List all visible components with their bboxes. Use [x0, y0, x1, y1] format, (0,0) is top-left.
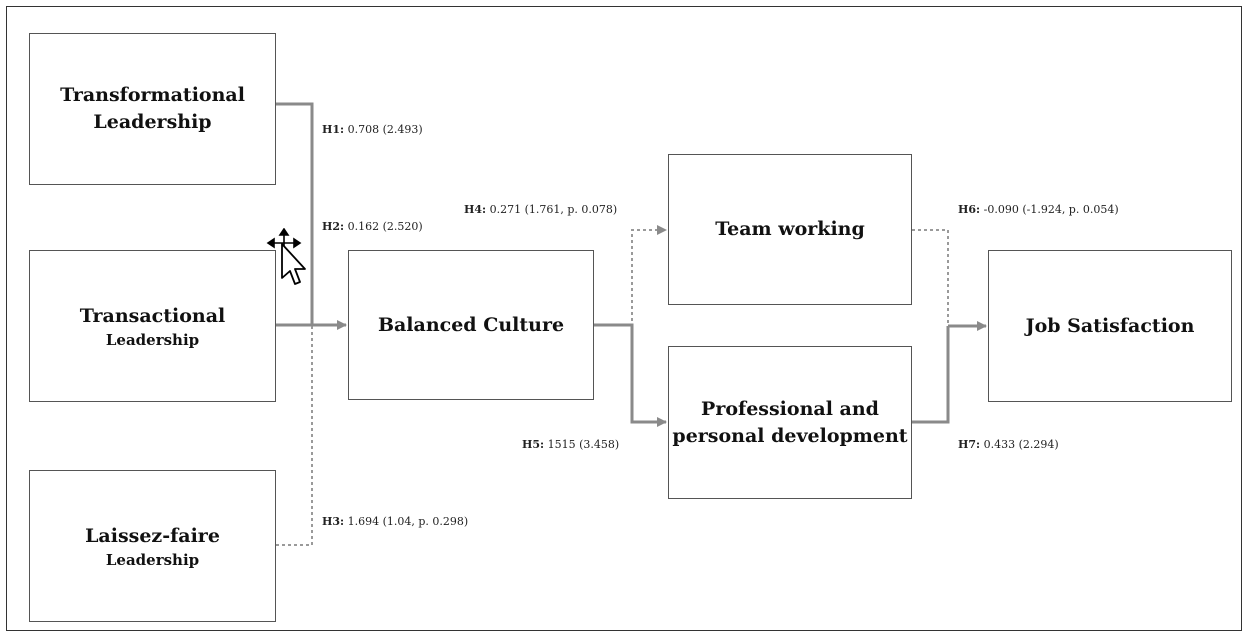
h7-value: 0.433 (2.294): [983, 438, 1059, 451]
h1-connector: [276, 102, 314, 325]
h7-label: H7: 0.433 (2.294): [958, 438, 1059, 451]
h4-connector: [594, 225, 667, 326]
h2-value: 0.162 (2.520): [347, 220, 423, 233]
balanced-culture-box: Balanced Culture: [348, 250, 594, 400]
team-working-box: Team working: [668, 154, 912, 305]
laissez-faire-line1: Laissez-faire: [85, 524, 220, 547]
h1-label: H1: 0.708 (2.493): [322, 123, 423, 136]
team-working-label: Team working: [715, 218, 865, 240]
professional-development-line1: Professional and: [701, 397, 879, 420]
move-cursor-icon: [266, 228, 306, 285]
h6-connector: [912, 229, 949, 326]
figure-frame: [6, 6, 1242, 631]
h2-label: H2: 0.162 (2.520): [322, 220, 423, 233]
laissez-faire-leadership-box: Laissez-faire Leadership: [29, 470, 276, 622]
h3-connector: [276, 325, 313, 546]
transformational-leadership-box: Transformational Leadership: [29, 33, 276, 185]
h1-key: H1:: [322, 123, 345, 136]
h4-value: 0.271 (1.761, p. 0.078): [489, 203, 618, 216]
h5-value: 1515 (3.458): [547, 438, 620, 451]
h3-key: H3:: [322, 515, 345, 528]
transactional-line1: Transactional: [79, 304, 226, 327]
h3-label: H3: 1.694 (1.04, p. 0.298): [322, 515, 468, 528]
h5-label: H5: 1515 (3.458): [522, 438, 619, 451]
laissez-faire-line2: Leadership: [105, 550, 200, 569]
transformational-line1: Transformational: [60, 84, 245, 106]
h1-value: 0.708 (2.493): [347, 123, 423, 136]
transactional-leadership-box: Transactional Leadership: [29, 250, 276, 402]
h5-key: H5:: [522, 438, 545, 451]
h7-connector: [912, 326, 950, 424]
professional-development-line2: personal development: [672, 424, 908, 447]
transformational-line2: Leadership: [93, 111, 212, 133]
h7-key: H7:: [958, 438, 981, 451]
h6-label: H6: -0.090 (-1.924, p. 0.054): [958, 203, 1119, 216]
transactional-line2: Leadership: [105, 330, 200, 349]
job-satisfaction-box: Job Satisfaction: [988, 250, 1232, 402]
h6-value: -0.090 (-1.924, p. 0.054): [983, 203, 1119, 216]
professional-development-box: Professional and personal development: [668, 346, 912, 499]
h2-key: H2:: [322, 220, 345, 233]
job-satisfaction-label: Job Satisfaction: [1025, 314, 1195, 337]
h4-label: H4: 0.271 (1.761, p. 0.078): [464, 203, 617, 216]
h6-key: H6:: [958, 203, 981, 216]
balanced-culture-label: Balanced Culture: [377, 313, 565, 336]
h5-connector: [594, 323, 667, 427]
h4-key: H4:: [464, 203, 487, 216]
h3-value: 1.694 (1.04, p. 0.298): [347, 515, 469, 528]
